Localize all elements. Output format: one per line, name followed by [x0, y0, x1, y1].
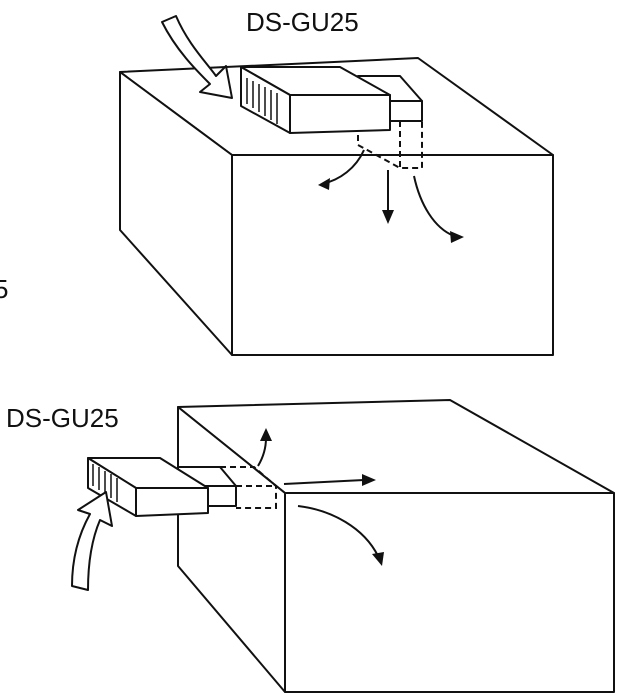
bottom-device-vent-icon — [92, 464, 118, 502]
top-device — [240, 66, 423, 169]
bottom-airflow-right-arrow-icon — [283, 479, 365, 485]
top-device-insert-dashed — [357, 121, 423, 169]
top-device-housing-front — [289, 94, 391, 134]
bottom-airflow-arrows — [257, 428, 384, 566]
top-airflow-right-arrow-icon — [413, 175, 455, 237]
bottom-airflow-down-arrow-icon — [297, 505, 379, 557]
bottom-box — [177, 399, 615, 693]
bottom-device-housing-front — [135, 487, 209, 517]
bottom-box-front-face — [284, 492, 615, 693]
top-intake-arrow-icon — [161, 15, 233, 99]
top-figure: DS-GU25 — [119, 7, 554, 356]
bottom-device-label: DS-GU25 — [6, 403, 119, 433]
left-edge-fragment: 5 — [0, 274, 8, 304]
bottom-device — [87, 457, 277, 517]
bottom-figure: DS-GU25 — [6, 399, 615, 693]
top-box-front-face — [231, 154, 554, 356]
top-device-label: DS-GU25 — [246, 7, 359, 37]
bottom-device-insert-dashed — [220, 466, 277, 509]
top-airflow-arrows — [318, 149, 464, 243]
bottom-intake-arrow-icon — [71, 491, 113, 591]
top-device-vent-icon — [246, 78, 278, 124]
